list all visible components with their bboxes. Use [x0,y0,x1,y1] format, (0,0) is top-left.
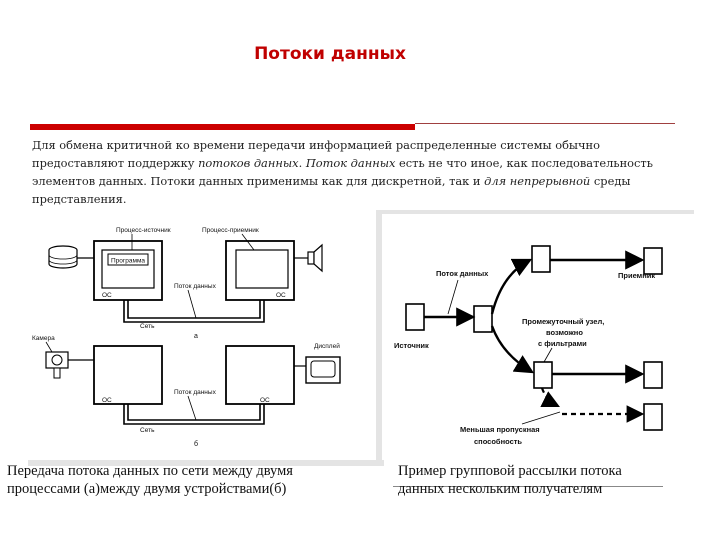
sublabel-a: а [194,333,198,340]
intermediate-label-2: возможно [546,328,583,337]
paragraph-emphasis: для непрерывной [484,174,591,188]
filter-node [533,361,553,389]
sink-process-label: Процесс-приемник [202,227,259,234]
caption-line: данных нескольким получателям [398,481,603,497]
stream-diagram-left: Программа ОС Процесс-источник ОС Процесс… [32,227,341,448]
camera-icon [45,351,69,379]
stream-arrow-lower [490,325,535,374]
program-label: Программа [111,258,145,265]
label-pointer [45,341,53,353]
stream-arrow-upper [490,258,533,315]
network-label-b: Сеть [140,427,155,434]
intro-paragraph: Для обмена критичной ко времени передачи… [32,136,682,208]
caption-line: Передача потока данных по сети между дву… [7,463,293,479]
low-bw-label-2: способность [474,437,522,446]
upper-intermediate-node [531,245,551,273]
label-pointer [187,289,197,319]
low-bw-arrow [540,387,560,407]
label-pointer [187,395,197,421]
stream-label-a: Поток данных [174,283,217,290]
paragraph-emphasis: Поток данных [305,156,396,170]
title-underline-rule [415,123,675,124]
paragraph-text: . [298,156,306,170]
camera-host-box [93,345,163,405]
caption-line: процессами (а)между двумя устройствами(б… [7,481,287,497]
receiver-label: Приемник [618,271,655,280]
label-pointer [543,347,553,363]
page-title: Потоки данных [254,44,406,64]
os-label-right: ОС [276,292,286,299]
stream-label: Поток данных [436,269,489,278]
title-underline-accent [30,124,415,130]
paragraph-text: среды представления. [32,174,631,206]
intermediate-label-1: Промежуточный узел, [522,317,604,326]
network-label-a: Сеть [140,323,155,330]
paragraph-text: Для обмена критичной ко времени передачи… [32,138,600,170]
stream-path-a [127,300,261,319]
stream-path-a-outer [123,300,265,323]
os-label-left: ОС [102,292,112,299]
multicast-diagram: Источник Поток данных Приемник Промежуто… [394,245,663,446]
paragraph-text: есть не что иное, как последовательность… [32,156,653,188]
source-label: Источник [394,341,429,350]
os-label-b-right: ОС [260,397,270,404]
stream-path-b-outer [123,404,265,425]
right-figure-caption: Пример групповой рассылки потока данных … [398,462,698,498]
sink-process-box [235,249,289,289]
stream-label-b: Поток данных [174,389,217,396]
os-label-b-left: ОС [102,397,112,404]
speaker-icon [294,243,323,273]
source-node [405,303,425,331]
left-figure-caption: Передача потока данных по сети между дву… [7,462,387,498]
receiver-node-3 [643,403,663,431]
caption-line: Пример групповой рассылки потока [398,463,622,479]
caption-rule [393,486,663,487]
paragraph-emphasis: потоков данных [198,156,299,170]
intermediate-node [473,305,493,333]
low-bw-label-1: Меньшая пропускная [460,425,540,434]
display-host-box [225,345,295,405]
intermediate-label-3: с фильтрами [538,339,587,348]
display-label: Дисплей [314,342,340,350]
figure-stream-between-processes: Программа ОС Процесс-источник ОС Процесс… [28,214,384,466]
source-process-label: Процесс-источник [116,227,171,234]
label-pointer [521,411,561,425]
program-box [107,253,149,266]
disk-icon [48,245,78,269]
figure-multicast-stream: Источник Поток данных Приемник Промежуто… [376,210,694,460]
label-pointer [447,279,459,315]
camera-label: Камера [32,335,55,342]
stream-path-b [127,404,261,421]
display-icon [294,356,341,384]
sublabel-b: б [194,440,198,448]
receiver-node-2 [643,361,663,389]
label-pointer [241,233,255,251]
